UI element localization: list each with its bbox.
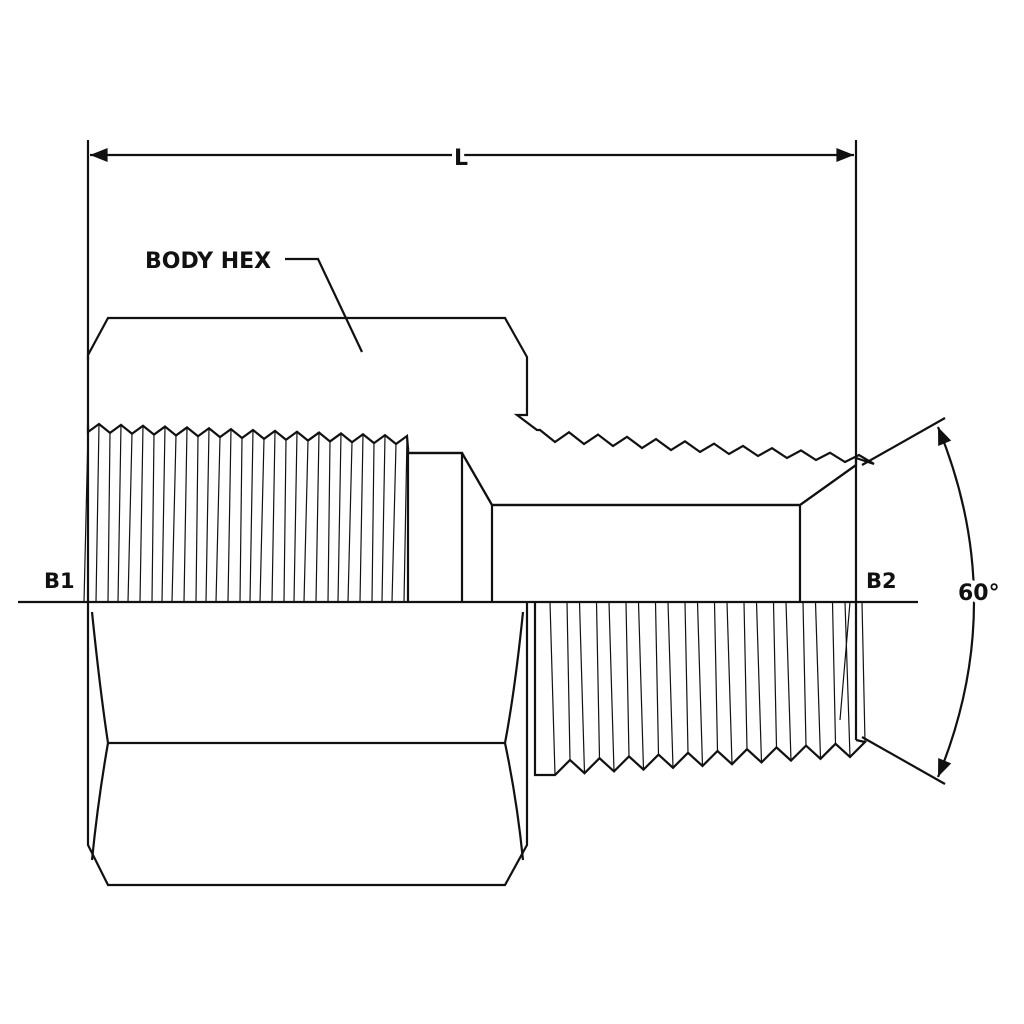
- thread-line: [637, 601, 645, 770]
- thread-line: [161, 426, 166, 603]
- thread-line: [814, 601, 822, 759]
- thread-line: [127, 433, 133, 603]
- thread-line: [107, 432, 111, 603]
- thread-line: [785, 601, 792, 761]
- thread-line: [608, 601, 615, 772]
- thread-line: [249, 429, 254, 603]
- counterbore-outline: [406, 448, 857, 602]
- thread-line: [259, 438, 265, 603]
- thread-line: [654, 601, 660, 755]
- thread-line: [327, 441, 331, 603]
- body-hex-label: BODY HEX: [145, 249, 271, 274]
- thread-line: [861, 601, 866, 743]
- thread-line: [337, 433, 342, 603]
- thread-line: [595, 601, 601, 759]
- thread-line: [139, 425, 144, 603]
- thread-line: [215, 437, 221, 603]
- thread-line: [844, 601, 851, 758]
- thread-line: [839, 601, 851, 721]
- thread-line: [667, 601, 674, 768]
- thread-line: [359, 434, 364, 603]
- thread-line: [549, 601, 556, 776]
- male-thread-lines: [549, 601, 866, 776]
- thread-line: [271, 430, 276, 603]
- thread-line: [684, 601, 689, 753]
- thread-line: [347, 442, 353, 603]
- body-section-hatched: [86, 316, 875, 507]
- thread-line: [713, 601, 719, 752]
- thread-line: [315, 432, 320, 603]
- thread-line: [371, 443, 375, 603]
- hex-outline-lower: [86, 602, 529, 887]
- angle-label: 60°: [958, 581, 1000, 606]
- thread-line: [293, 431, 298, 603]
- thread-line: [239, 437, 243, 603]
- thread-line: [578, 601, 586, 774]
- thread-line: [183, 427, 188, 603]
- thread-line: [227, 429, 232, 603]
- thread-line: [391, 443, 397, 603]
- thread-line: [205, 428, 210, 603]
- body-hex-leader: [285, 257, 363, 353]
- hex-face-curve-right: [503, 611, 525, 861]
- dimension-label-l: L: [454, 146, 468, 171]
- cone-line-upper: [861, 417, 946, 466]
- thread-line: [566, 601, 571, 761]
- port-label-b2: B2: [866, 569, 897, 593]
- port-label-b1: B1: [44, 569, 75, 593]
- thread-line: [283, 439, 287, 603]
- thread-line: [625, 601, 630, 757]
- cone-line-lower: [861, 736, 946, 785]
- thread-line: [696, 601, 704, 767]
- thread-line: [831, 601, 837, 744]
- thread-line: [755, 601, 763, 763]
- thread-line: [95, 423, 100, 603]
- thread-line: [381, 435, 386, 603]
- female-thread-lines: [83, 423, 408, 603]
- thread-line: [772, 601, 778, 748]
- thread-line: [802, 601, 807, 746]
- thread-line: [743, 601, 748, 750]
- thread-line: [403, 435, 408, 603]
- thread-line: [171, 435, 177, 603]
- thread-line: [726, 601, 733, 765]
- thread-line: [195, 436, 199, 603]
- hex-face-curve-left: [90, 611, 110, 861]
- male-thread-profile: [533, 602, 868, 777]
- angle-arc: [936, 426, 976, 778]
- thread-line: [303, 440, 309, 603]
- thread-line: [117, 424, 122, 603]
- thread-line: [151, 434, 155, 603]
